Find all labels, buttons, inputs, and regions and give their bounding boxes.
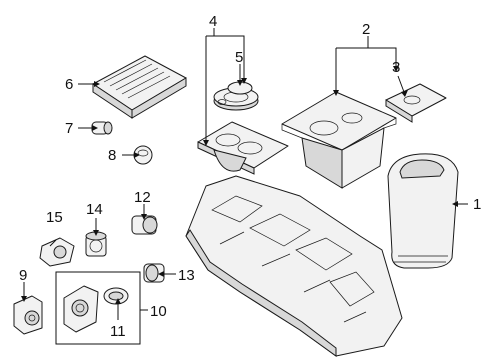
leader-3 [397, 75, 405, 93]
leader-lines [21, 28, 468, 320]
arrowhead-4b [241, 78, 247, 84]
part-5-cup-holder-insert [213, 81, 259, 111]
arrowhead-9 [21, 296, 27, 302]
callout-5: 5 [235, 49, 243, 66]
part-11-ring [103, 287, 129, 305]
callout-14: 14 [86, 201, 103, 218]
arrowhead-12 [141, 214, 147, 220]
arrowhead-13 [158, 271, 164, 277]
callout-1: 1 [473, 196, 481, 213]
part-2-console-bin [281, 91, 397, 189]
part-10-group [55, 271, 141, 345]
part-1-armrest-lid [387, 153, 459, 269]
callout-15: 15 [46, 209, 63, 226]
callout-labels: 1 2 3 4 5 6 7 8 9 10 11 12 13 14 15 [19, 13, 481, 340]
callout-10: 10 [150, 303, 167, 320]
callout-6: 6 [65, 76, 73, 93]
part-3-plate [385, 83, 447, 123]
arrowhead-11 [115, 298, 121, 304]
part-7-plug [91, 121, 113, 135]
arrowhead-14 [93, 230, 99, 236]
part-12-socket [131, 215, 158, 235]
leader-15 [49, 239, 57, 247]
console-housing [185, 175, 403, 357]
arrowhead-2b [393, 66, 399, 72]
part-15-connector [39, 237, 75, 267]
arrowhead-6 [94, 81, 100, 87]
callout-4: 4 [209, 13, 217, 30]
arrowhead-5 [237, 80, 243, 86]
callout-13: 13 [178, 267, 195, 284]
callout-12: 12 [134, 189, 151, 206]
leader-2 [335, 36, 397, 92]
part-4-cup-holder-tray [197, 121, 289, 175]
callout-3: 3 [392, 59, 400, 76]
part-13-power-outlet [143, 263, 165, 283]
arrowhead-7 [92, 125, 98, 131]
part-9-connector-module [13, 295, 43, 335]
callout-8: 8 [108, 147, 116, 164]
arrowhead-8 [134, 152, 140, 158]
callout-11: 11 [110, 323, 126, 340]
arrowhead-2a [333, 90, 339, 96]
arrowhead-1 [452, 201, 458, 207]
callout-9: 9 [19, 267, 27, 284]
callout-2: 2 [362, 21, 370, 38]
arrowhead-4a [203, 140, 209, 146]
part-6-storage-lid [92, 55, 187, 119]
leader-4 [205, 28, 245, 142]
callout-7: 7 [65, 120, 73, 137]
part-10-bracket [63, 285, 99, 333]
arrowhead-3 [401, 90, 408, 97]
